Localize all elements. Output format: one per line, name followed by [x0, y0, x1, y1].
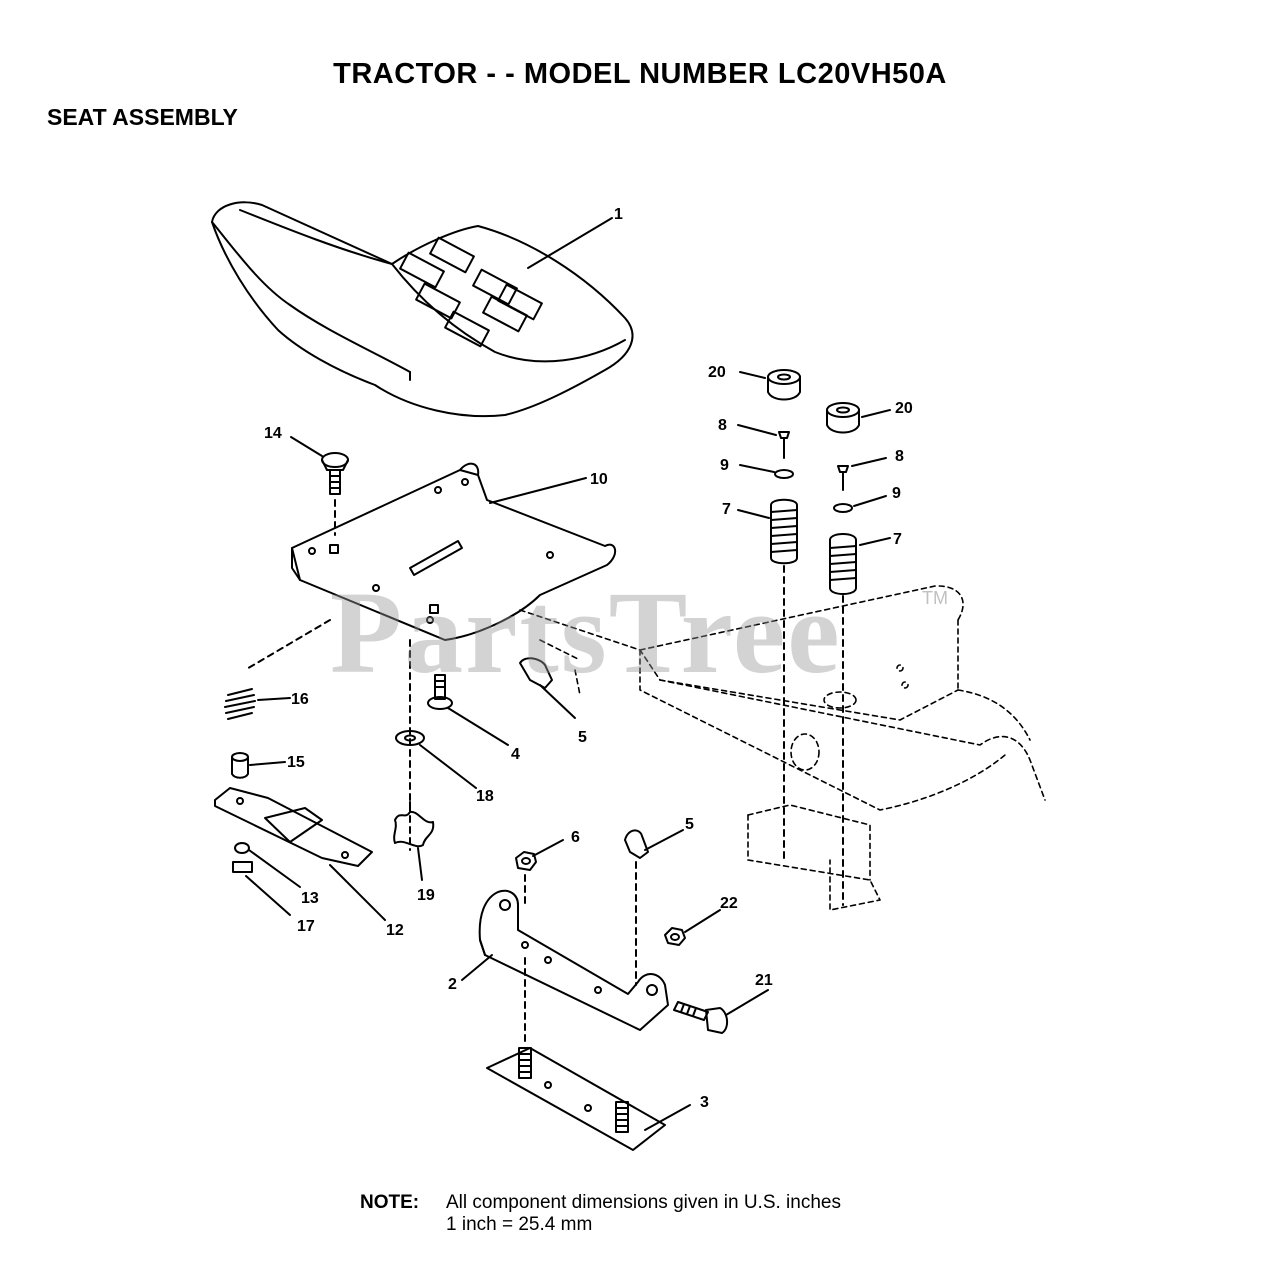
callout-5-upper: 5 — [578, 729, 587, 746]
note-label: NOTE: — [360, 1192, 420, 1213]
shoulder-bolt-part[interactable] — [427, 674, 509, 746]
spacer-part-20-right[interactable] — [826, 402, 891, 434]
washer-part-9-left[interactable] — [739, 464, 794, 479]
callout-21: 21 — [755, 972, 773, 989]
pin-part-8-left[interactable] — [737, 424, 790, 459]
callout-9-right: 9 — [892, 485, 901, 502]
nut-part-17[interactable] — [232, 861, 291, 916]
spring-part-7-left[interactable] — [737, 498, 798, 861]
knob-part-19[interactable] — [393, 801, 435, 881]
clip-part-lower[interactable] — [624, 829, 684, 986]
spring-part-16[interactable] — [224, 688, 291, 720]
callout-14: 14 — [264, 425, 282, 442]
note-line-2: 1 inch = 25.4 mm — [446, 1214, 593, 1235]
clip-part-upper[interactable] — [519, 657, 576, 719]
callout-8-left: 8 — [718, 417, 727, 434]
callout-4: 4 — [511, 746, 520, 763]
slide-rail-part-12[interactable] — [214, 787, 386, 921]
callout-20-left: 20 — [708, 364, 726, 381]
washer-part-18[interactable] — [395, 730, 477, 789]
callout-12: 12 — [386, 922, 404, 939]
callout-2: 2 — [448, 976, 457, 993]
nut-part-6[interactable] — [515, 839, 564, 906]
washer-part-9-right[interactable] — [833, 495, 887, 513]
watermark-logo: PartsTree — [330, 567, 842, 698]
callout-7-right: 7 — [893, 531, 902, 548]
callout-20-right: 20 — [895, 400, 913, 417]
callout-8-right: 8 — [895, 448, 904, 465]
callout-5-lower: 5 — [685, 816, 694, 833]
callout-19: 19 — [417, 887, 435, 904]
seat-bracket-part-2[interactable] — [461, 889, 669, 1046]
spring-part-7-right[interactable] — [829, 533, 891, 906]
callout-13: 13 — [301, 890, 319, 907]
section-subtitle: SEAT ASSEMBLY — [47, 104, 238, 130]
spacer-part-20-left[interactable] — [739, 369, 801, 401]
seat-part[interactable] — [211, 201, 634, 418]
note-line-1: All component dimensions given in U.S. i… — [446, 1192, 841, 1213]
callout-17: 17 — [297, 918, 315, 935]
callout-3: 3 — [700, 1094, 709, 1111]
bushing-part-15[interactable] — [231, 752, 286, 779]
callout-22: 22 — [720, 895, 738, 912]
callout-16: 16 — [291, 691, 309, 708]
dimensions-note: NOTE: All component dimensions given in U… — [360, 1192, 841, 1235]
callout-6: 6 — [571, 829, 580, 846]
callout-18: 18 — [476, 788, 494, 805]
bolt-part-21[interactable] — [673, 989, 769, 1034]
callout-10: 10 — [590, 471, 608, 488]
tractor-fender-phantom — [519, 585, 1046, 911]
diagram-title: TRACTOR - - MODEL NUMBER LC20VH50A — [333, 58, 947, 90]
callout-1: 1 — [614, 206, 623, 223]
carriage-bolt-part[interactable] — [290, 436, 349, 536]
callout-9-left: 9 — [720, 457, 729, 474]
pin-part-8-right[interactable] — [837, 457, 887, 491]
trademark-mark: TM — [922, 588, 948, 608]
base-plate-part-3[interactable] — [486, 1047, 691, 1151]
nut-part-22[interactable] — [664, 909, 721, 946]
callout-15: 15 — [287, 754, 305, 771]
callout-7-left: 7 — [722, 501, 731, 518]
nut-part-13[interactable] — [234, 842, 301, 888]
